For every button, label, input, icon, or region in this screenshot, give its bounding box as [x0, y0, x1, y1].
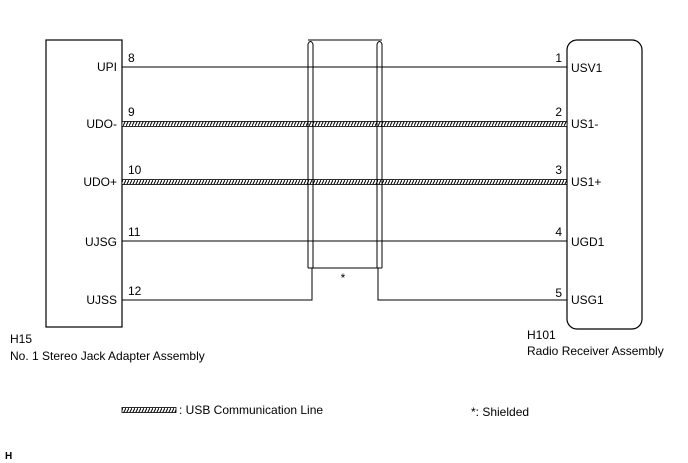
- right-pin-number-4: 4: [555, 225, 562, 239]
- left-pin-label-ujsg: UJSG: [85, 235, 117, 249]
- left-pin-number-9: 9: [128, 105, 135, 119]
- left-pin-number-8: 8: [128, 51, 135, 65]
- right-pin-number-5: 5: [555, 286, 562, 300]
- right-pin-label-us1-plus: US1+: [571, 175, 601, 189]
- right-pin-number-1: 1: [555, 51, 562, 65]
- right-pin-label-ugd1: UGD1: [571, 235, 605, 249]
- right-pin-label-usv1: USV1: [571, 61, 603, 75]
- left-connector-code: H15: [10, 332, 32, 346]
- left-pin-number-11: 11: [128, 225, 141, 239]
- wire-udo-plus-us1-plus: [121, 179, 568, 185]
- corner-mark: H: [5, 451, 12, 462]
- left-pin-number-12: 12: [128, 284, 142, 298]
- left-pin-label-ujss: UJSS: [86, 293, 117, 307]
- left-pin-label-udo-minus: UDO-: [86, 117, 117, 131]
- legend-shielded-label: *: Shielded: [471, 405, 529, 419]
- wire-shield-drain-right: [377, 268, 567, 301]
- left-pin-label-upi: UPI: [97, 60, 117, 74]
- left-connector-name: No. 1 Stereo Jack Adapter Assembly: [10, 349, 205, 363]
- right-pin-label-us1-minus: US1-: [571, 117, 598, 131]
- shield-marker: *: [341, 271, 346, 285]
- shield-enclosure: [307, 39, 383, 269]
- legend-usb-line-label: : USB Communication Line: [179, 403, 323, 417]
- left-pin-label-udo-plus: UDO+: [83, 175, 117, 189]
- right-connector-code: H101: [527, 328, 556, 342]
- wire-udo-minus-us1-minus: [121, 121, 568, 127]
- right-pin-label-usg1: USG1: [571, 293, 604, 307]
- right-pin-number-3: 3: [555, 163, 562, 177]
- left-connector-box: [45, 39, 123, 328]
- right-pin-number-2: 2: [555, 105, 562, 119]
- left-pin-number-10: 10: [128, 163, 142, 177]
- right-connector-name: Radio Receiver Assembly: [527, 344, 664, 358]
- wire-ujss-usg1: [122, 268, 313, 301]
- legend-usb-line-swatch: [121, 407, 177, 413]
